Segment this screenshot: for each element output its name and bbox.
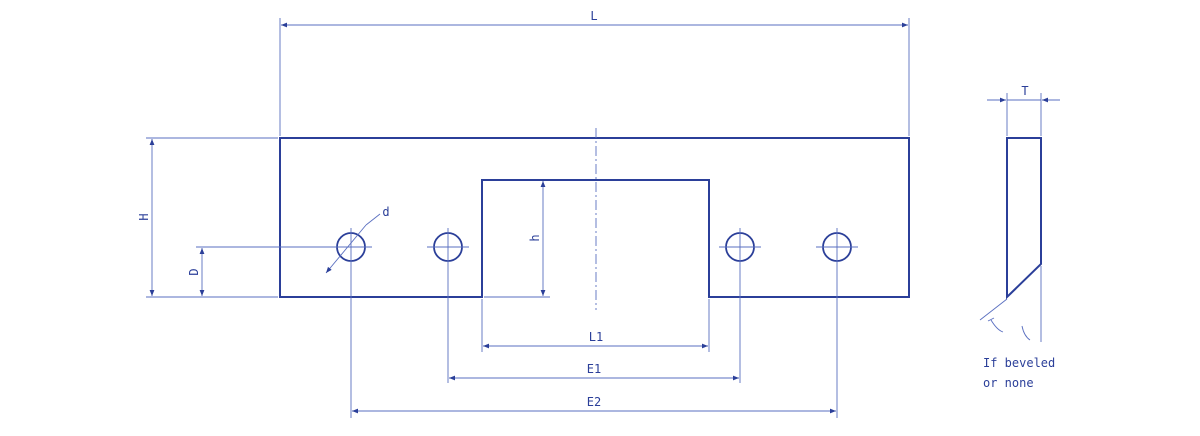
dimension-outer-hole-spacing: E2 (350, 266, 838, 418)
dimension-slot-length: L1 (481, 299, 710, 352)
side-view: T If beveled or none (979, 84, 1060, 390)
label-length: L (590, 9, 597, 23)
label-thickness: T (1021, 84, 1028, 98)
hole-4 (816, 228, 858, 266)
dimension-thickness: T (987, 84, 1060, 136)
bevel-indicator (979, 266, 1042, 342)
hole-3 (719, 228, 761, 266)
label-outer-hole-spacing: E2 (587, 395, 601, 409)
blade-outline (279, 137, 910, 298)
dimension-hole-height: D (187, 246, 337, 296)
bevel-note-line-1: If beveled (983, 356, 1055, 370)
dimension-height: H (137, 137, 278, 298)
label-slot-height: h (528, 234, 542, 241)
label-slot-length: L1 (589, 330, 603, 344)
side-profile (1006, 137, 1042, 300)
dimension-length: L (279, 9, 910, 136)
label-hole-diameter: d (382, 205, 389, 219)
label-height: H (137, 213, 151, 220)
bevel-note-line-2: or none (983, 376, 1034, 390)
hole-2 (427, 228, 469, 266)
front-view: L H D d h (137, 9, 910, 418)
dimension-hole-diameter: d (325, 205, 390, 274)
dimension-inner-hole-spacing: E1 (447, 266, 741, 383)
label-inner-hole-spacing: E1 (587, 362, 601, 376)
label-hole-height: D (187, 268, 201, 275)
dimension-slot-height: h (484, 181, 550, 298)
